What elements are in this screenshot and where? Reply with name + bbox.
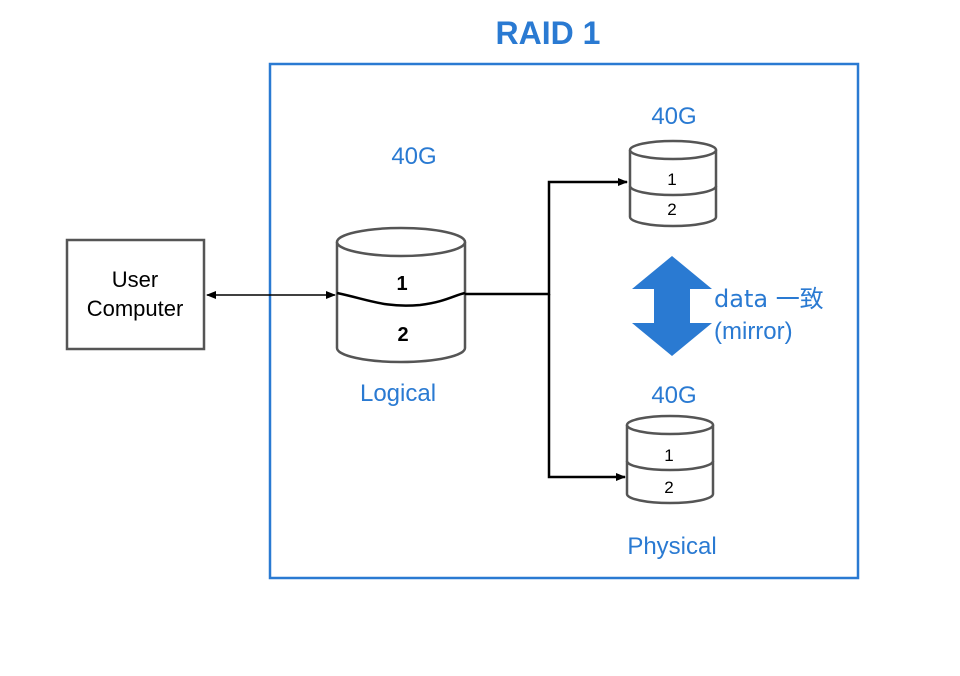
logical-partition-2: 2 [397, 324, 408, 346]
physical-top-partition-2: 2 [667, 200, 676, 219]
user-computer-box: User Computer [65, 238, 206, 351]
physical-top-size-label: 40G [651, 103, 696, 130]
physical-bottom-size-label: 40G [651, 382, 696, 409]
physical-bottom-partition-1: 1 [664, 446, 673, 465]
physical-disk-top: 1 2 [628, 139, 718, 228]
physical-top-partition-1: 1 [667, 170, 676, 189]
diagram-title: RAID 1 [496, 15, 601, 51]
logical-label: Logical [360, 380, 436, 407]
raid-frame [268, 62, 860, 580]
branch-connector [465, 178, 628, 481]
mirror-note-line1: data 一致 [714, 285, 824, 313]
physical-label: Physical [627, 533, 716, 560]
user-computer-label-line1: User [112, 267, 158, 292]
physical-bottom-partition-2: 2 [664, 478, 673, 497]
physical-disk-bottom: 1 2 [625, 414, 715, 505]
logical-partition-1: 1 [396, 273, 407, 295]
mirror-double-arrow [632, 256, 712, 356]
user-computer-label-line2: Computer [87, 296, 184, 321]
logical-disk: 1 2 [335, 226, 467, 364]
mirror-note-line2: (mirror) [714, 318, 793, 345]
logical-partition-divider [336, 291, 466, 307]
logical-size-label: 40G [391, 143, 436, 170]
